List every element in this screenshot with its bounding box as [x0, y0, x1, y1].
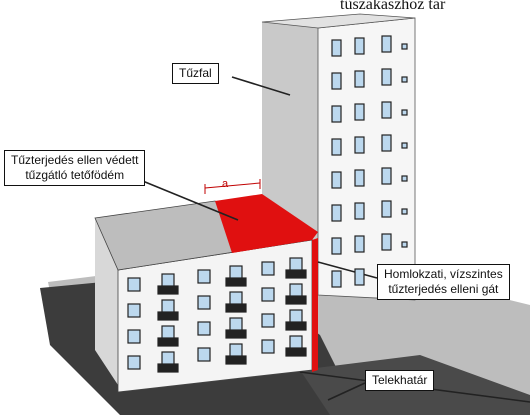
window — [401, 76, 408, 83]
window — [127, 355, 141, 370]
window — [354, 103, 365, 121]
low-building-windows — [127, 257, 307, 373]
label-tetofodem-line2: tűzgátló tetőfödém — [25, 168, 125, 182]
window — [354, 268, 365, 286]
window — [354, 169, 365, 187]
homlokzati-tuzgat — [312, 238, 318, 372]
arrow-homlokzat — [317, 261, 378, 279]
label-homlokzat-line2: tűzterjedés elleni gát — [388, 282, 499, 296]
balcony — [285, 321, 307, 331]
window — [127, 329, 141, 344]
arrow-telekhatar — [327, 382, 366, 401]
window — [401, 109, 408, 116]
window — [261, 339, 275, 354]
arrow-tetofodem — [127, 174, 239, 221]
balcony — [157, 337, 179, 347]
window — [401, 241, 408, 248]
window — [161, 299, 175, 314]
window — [401, 142, 408, 149]
window — [354, 202, 365, 220]
window — [229, 343, 243, 358]
balcony — [285, 295, 307, 305]
label-homlokzat: Homlokzati, vízszintes tűzterjedés ellen… — [377, 264, 510, 300]
header-text: tűszakaszhoz tar — [340, 0, 446, 13]
balcony — [157, 285, 179, 295]
window — [229, 317, 243, 332]
window — [331, 237, 342, 255]
window — [354, 70, 365, 88]
window — [261, 261, 275, 276]
window — [331, 39, 342, 57]
window — [229, 265, 243, 280]
window — [381, 134, 392, 152]
window — [401, 43, 408, 50]
window — [261, 313, 275, 328]
balcony — [157, 311, 179, 321]
label-tuzfal: Tűzfal — [172, 63, 219, 84]
window — [289, 309, 303, 324]
label-tuzfal-text: Tűzfal — [179, 66, 212, 80]
window — [331, 72, 342, 90]
window — [161, 273, 175, 288]
window — [161, 325, 175, 340]
balcony — [225, 329, 247, 339]
window — [197, 269, 211, 284]
window — [381, 68, 392, 86]
window — [401, 175, 408, 182]
balcony — [225, 277, 247, 287]
window — [381, 233, 392, 251]
label-tetofodem: Tűzterjedés ellen védett tűzgátló tetőfö… — [4, 150, 146, 186]
arrow-tuzfal — [231, 76, 291, 96]
window — [289, 283, 303, 298]
window — [197, 295, 211, 310]
window — [381, 200, 392, 218]
low-building-side — [95, 218, 118, 385]
dimension-line — [204, 182, 261, 189]
dimension-label: a — [222, 178, 229, 190]
window — [331, 138, 342, 156]
window — [289, 257, 303, 272]
window — [331, 270, 342, 288]
window — [381, 101, 392, 119]
balcony — [225, 303, 247, 313]
label-telekhatar: Telekhatár — [365, 370, 435, 391]
window — [127, 303, 141, 318]
balcony — [157, 363, 179, 373]
window — [381, 35, 392, 53]
label-homlokzat-line1: Homlokzati, vízszintes — [384, 267, 503, 281]
window — [127, 277, 141, 292]
balcony — [285, 347, 307, 357]
window — [354, 235, 365, 253]
window — [229, 291, 243, 306]
balcony — [225, 355, 247, 365]
window — [261, 287, 275, 302]
window — [331, 105, 342, 123]
tower-front-face — [317, 17, 416, 301]
label-tetofodem-line1: Tűzterjedés ellen védett — [11, 153, 139, 167]
window — [381, 167, 392, 185]
window — [197, 347, 211, 362]
window — [401, 208, 408, 215]
window — [289, 335, 303, 350]
tuzgatlo-tetofodem — [215, 194, 318, 253]
window — [331, 204, 342, 222]
label-telekhatar-text: Telekhatár — [372, 373, 428, 387]
window — [354, 136, 365, 154]
window — [354, 37, 365, 55]
balcony — [285, 269, 307, 279]
tower-roof — [261, 13, 416, 29]
window — [331, 171, 342, 189]
window — [197, 321, 211, 336]
window — [161, 351, 175, 366]
